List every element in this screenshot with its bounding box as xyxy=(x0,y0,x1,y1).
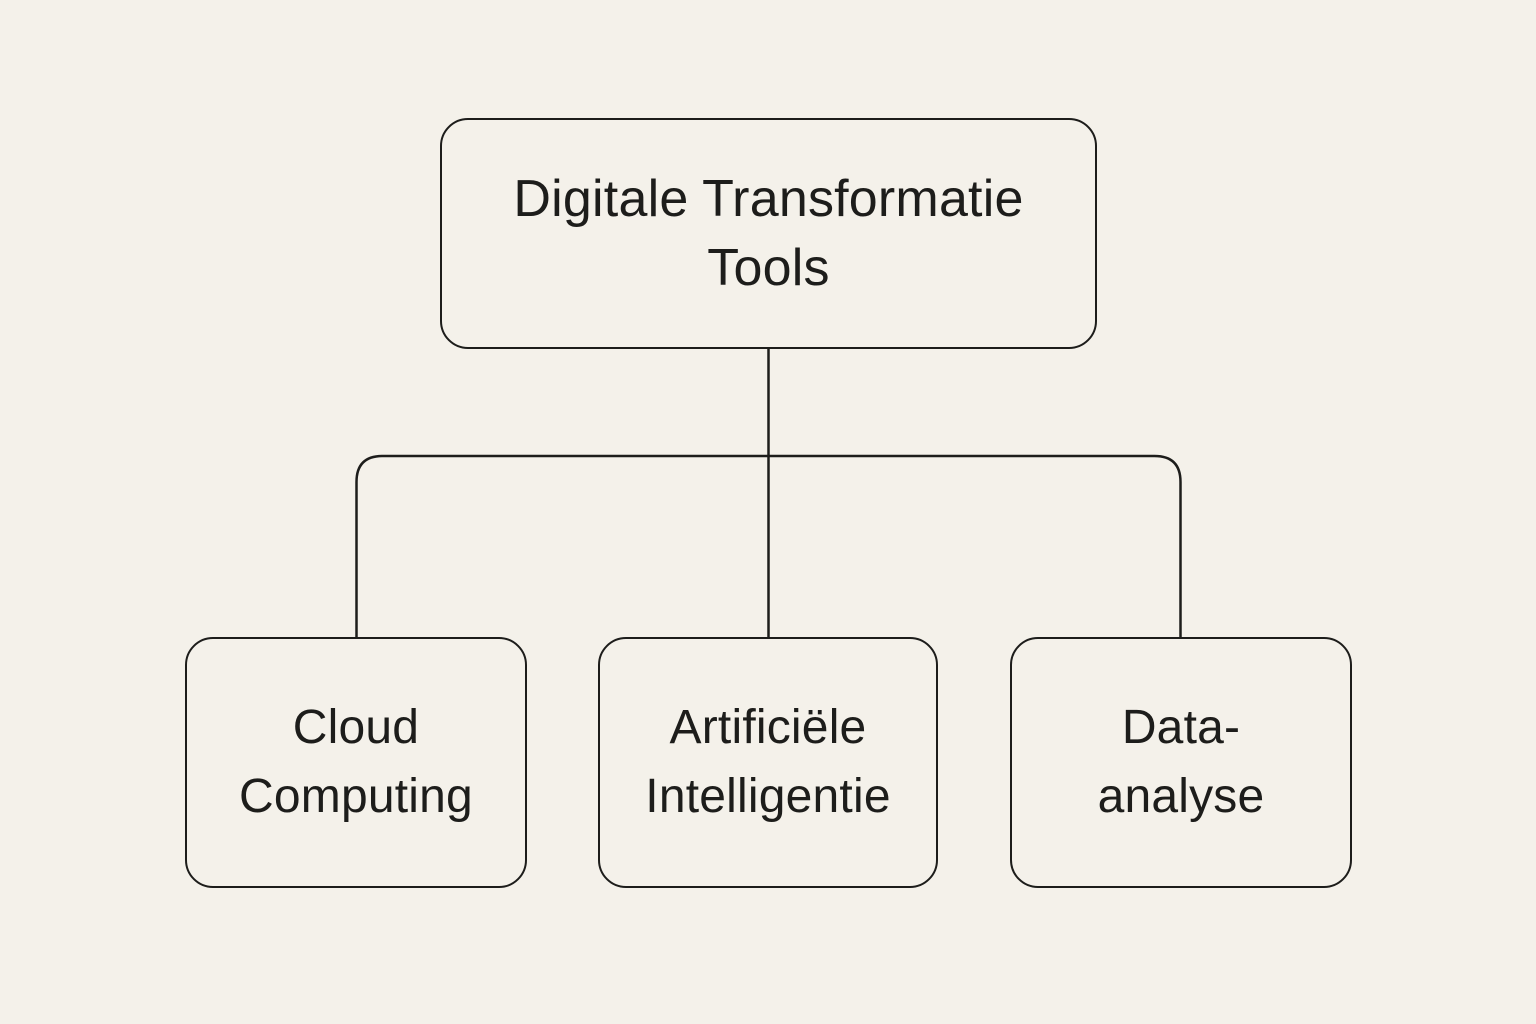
node-label: Cloud Computing xyxy=(239,701,473,823)
node-data-analyse: Data-analyse xyxy=(1010,637,1352,888)
node-cloud-computing: Cloud Computing xyxy=(185,637,527,888)
node-digitale-transformatie-tools: Digitale Transformatie Tools xyxy=(440,118,1097,349)
node-label: Digitale Transformatie Tools xyxy=(513,169,1024,297)
connector-rail xyxy=(355,454,1182,637)
node-label: Data-analyse xyxy=(1097,701,1265,823)
node-artificiele-intelligentie: Artificiële Intelligentie xyxy=(598,637,938,888)
node-label: Artificiële Intelligentie xyxy=(645,701,891,823)
